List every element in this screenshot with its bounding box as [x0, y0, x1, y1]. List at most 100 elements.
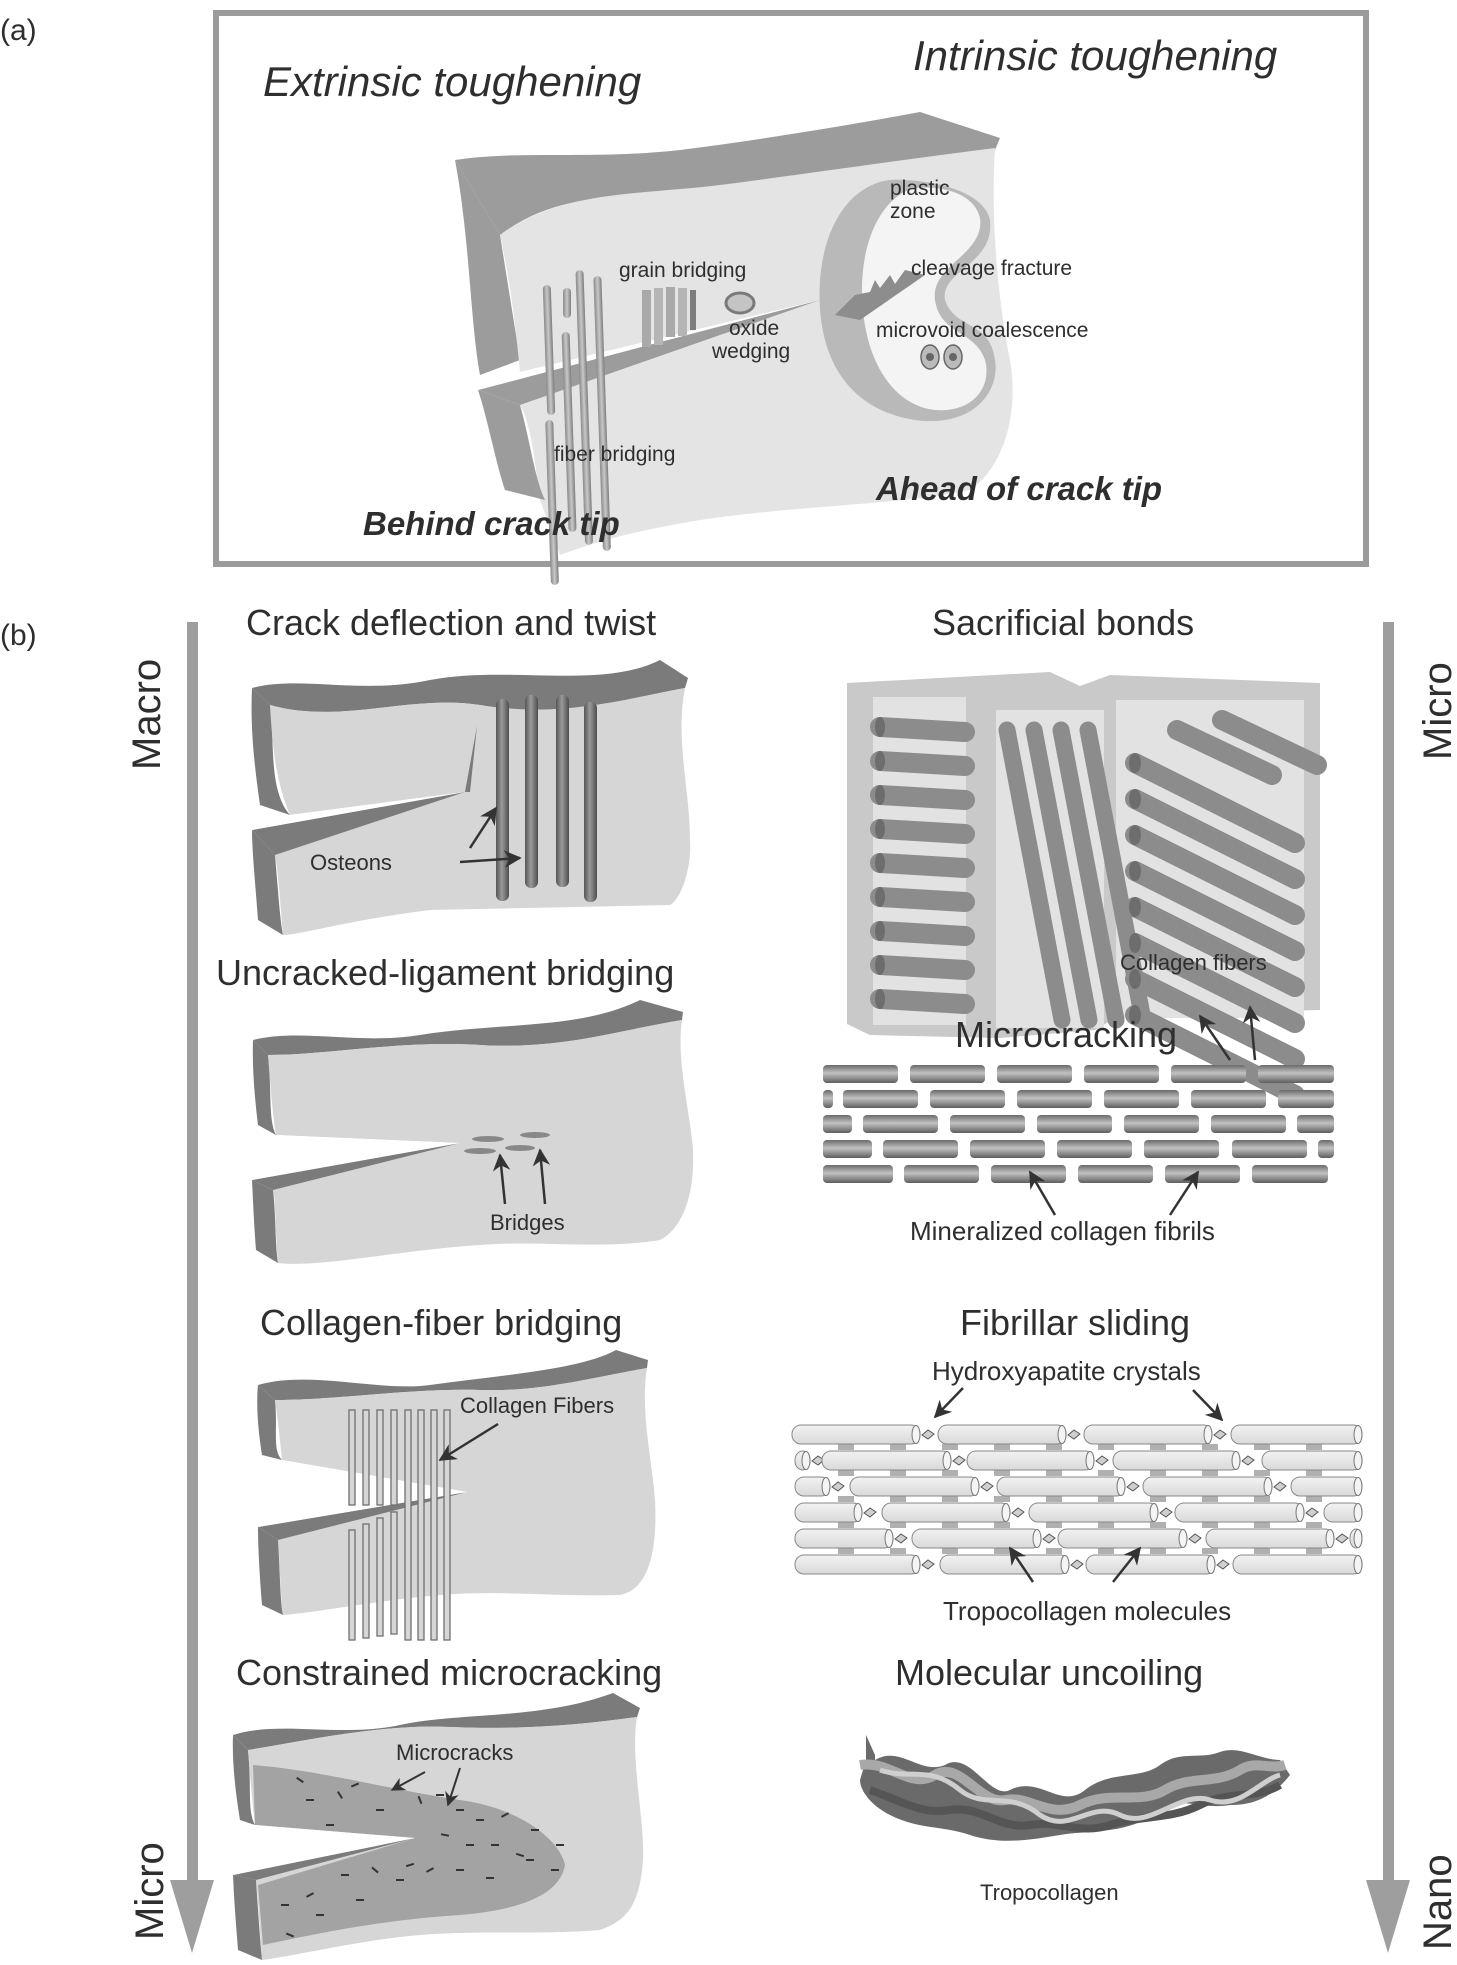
- tropocollagen-tube: [1230, 1424, 1363, 1445]
- label-collagen-fibers-right: Collagen fibers: [1120, 950, 1267, 975]
- tropocollagen-tube: [1028, 1502, 1159, 1523]
- label-wedging: wedging: [711, 340, 790, 363]
- tropocollagen-helix: [859, 1735, 1290, 1841]
- hydroxyapatite-crystal: [1070, 1559, 1084, 1570]
- label-tropocollagen: Tropocollagen: [980, 1880, 1119, 1905]
- fiber-bridging-rods: [542, 270, 611, 585]
- tropocollagen-tube: [794, 1502, 863, 1523]
- collagen-rod: [1125, 825, 1305, 925]
- collagen-rod: [870, 955, 975, 980]
- fibril-brick: [1258, 1065, 1334, 1083]
- collagen-rod: [1125, 789, 1305, 889]
- label-fiber-bridging: fiber bridging: [554, 443, 675, 466]
- hydroxyapatite-crystal: [831, 1481, 845, 1492]
- collagen-rod: [870, 785, 975, 810]
- hydroxyapatite-crystal: [1011, 1507, 1025, 1518]
- fibril-brick: [1211, 1115, 1286, 1133]
- collagen-fiber-strand: [362, 1523, 370, 1639]
- grain-bridge-blocks: [642, 287, 696, 347]
- hydroxyapatite-crystal: [1159, 1507, 1173, 1518]
- label-plastic: plastic: [890, 177, 950, 200]
- collagen-fiber-strand: [443, 1409, 451, 1641]
- fibril-brick: [1017, 1090, 1092, 1108]
- fibril-brick: [910, 1065, 985, 1083]
- tropocollagen-tube: [1205, 1528, 1335, 1549]
- fibril-brick: [823, 1165, 893, 1183]
- collagen-fiber-strand: [376, 1409, 384, 1506]
- collagen-rod: [870, 819, 975, 844]
- scale-right-bottom: Nano: [1416, 1854, 1457, 1950]
- title-uncracked-ligament-bridging: Uncracked-ligament bridging: [216, 952, 674, 993]
- title-collagen-fiber-bridging: Collagen-fiber bridging: [260, 1302, 622, 1343]
- fibril-brick: [1191, 1090, 1266, 1108]
- collagen-rod: [870, 887, 975, 912]
- fibril-brick: [1037, 1115, 1112, 1133]
- collagen-fiber-strands: [348, 1409, 451, 1641]
- microcrack-dash: [296, 1776, 304, 1784]
- microcrack-dash: [426, 1867, 434, 1873]
- fibril-brick: [823, 1090, 833, 1108]
- collagen-rod: [1125, 933, 1305, 1033]
- collagen-fiber-strand: [376, 1517, 384, 1637]
- label-mineralized-collagen-fibrils: Mineralized collagen fibrils: [910, 1216, 1215, 1246]
- bridge-ellipses: [464, 1132, 550, 1154]
- title-microcracking: Microcracking: [955, 1014, 1177, 1055]
- scale-right-top: Micro: [1416, 662, 1457, 760]
- label-hydroxyapatite-crystals: Hydroxyapatite crystals: [932, 1356, 1201, 1386]
- hydroxyapatite-crystal: [863, 1507, 877, 1518]
- tropocollagen-tube: [1085, 1554, 1216, 1575]
- fibril-brick: [991, 1165, 1066, 1183]
- panel-a-label: (a): [0, 14, 37, 47]
- fibril-brick: [904, 1165, 979, 1183]
- scale-left-top: Macro: [125, 659, 169, 770]
- collagen-rod: [1052, 721, 1125, 1029]
- tropocollagen-tube: [1232, 1554, 1363, 1575]
- scale-left-bottom: Micro: [128, 1842, 172, 1940]
- label-tropocollagen-molecules: Tropocollagen molecules: [943, 1596, 1231, 1626]
- collagen-rod: [870, 717, 975, 742]
- hydroxyapatite-crystal: [1273, 1481, 1287, 1492]
- hydroxyapatite-crystal: [921, 1559, 935, 1570]
- mineralized-fibril-bricks: [823, 1065, 1334, 1183]
- label-cleavage-fracture: cleavage fracture: [911, 257, 1072, 280]
- collagen-rod: [870, 989, 975, 1014]
- fibril-brick: [1318, 1140, 1334, 1158]
- tropocollagen-tube: [881, 1502, 1011, 1523]
- collagen-fiber-strand: [390, 1511, 398, 1635]
- heading-behind-crack-tip: Behind crack tip: [363, 505, 620, 542]
- fibril-brick: [1165, 1165, 1240, 1183]
- tropocollagen-tube: [937, 1424, 1067, 1445]
- fibril-brick: [1232, 1140, 1307, 1158]
- collagen-fiber-strand: [348, 1409, 356, 1506]
- microcrack-dash: [336, 1791, 344, 1799]
- left-scale-arrow: [170, 622, 214, 1953]
- hydroxyapatite-crystal: [921, 1429, 935, 1440]
- fibril-brick: [1078, 1165, 1153, 1183]
- microcrack-dash: [371, 1866, 379, 1874]
- microcrack-dash: [417, 1795, 423, 1805]
- fibril-brick: [1252, 1165, 1328, 1183]
- fibril-brick: [1144, 1140, 1219, 1158]
- fibril-brick: [1297, 1115, 1334, 1133]
- fibril-brick: [950, 1115, 1025, 1133]
- microcrack-dash: [501, 1812, 509, 1818]
- collagen-rod: [1167, 720, 1282, 785]
- label-oxide: oxide: [729, 317, 779, 340]
- label-bridges: Bridges: [490, 1210, 565, 1235]
- fibril-brick: [823, 1115, 852, 1133]
- tropocollagen-tube: [821, 1450, 952, 1471]
- collagen-fiber-specimen: [257, 1350, 656, 1641]
- tropocollagen-tube: [791, 1424, 921, 1445]
- hydroxyapatite-crystal: [1188, 1533, 1202, 1544]
- right-scale-arrow: [1366, 622, 1410, 1953]
- hydroxyapatite-crystal: [1213, 1429, 1227, 1440]
- title-crack-deflection: Crack deflection and twist: [246, 602, 656, 643]
- tropocollagen-tube: [1290, 1476, 1363, 1497]
- tropocollagen-tube: [1174, 1502, 1305, 1523]
- constrained-microcracking-specimen: [232, 1693, 644, 1960]
- label-zone: zone: [890, 200, 936, 223]
- panel-b-label: (b): [0, 619, 37, 652]
- fibril-brick: [1104, 1090, 1179, 1108]
- hydroxyapatite-crystal: [1335, 1533, 1349, 1544]
